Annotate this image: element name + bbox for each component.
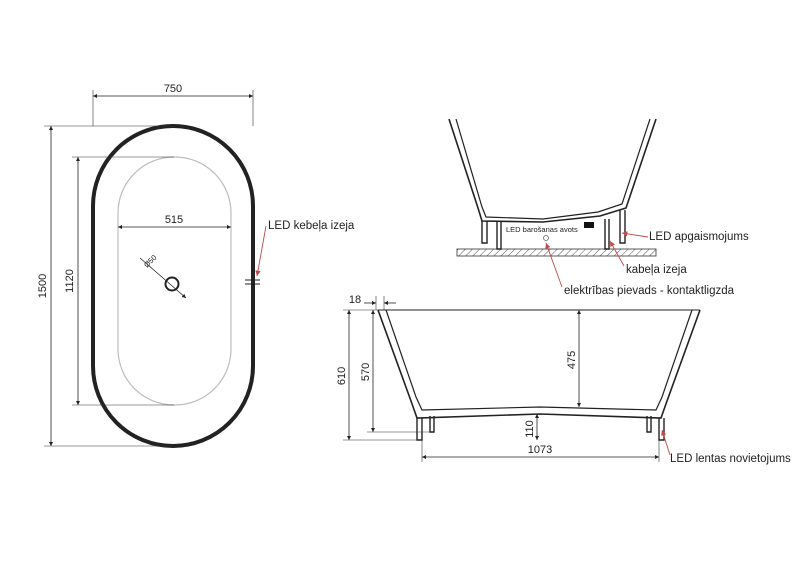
length-dimension-1500: 1500 <box>37 274 49 298</box>
led-power-supply-label: LED barošanas avots <box>506 225 578 234</box>
height-dimension-570: 570 <box>360 363 372 381</box>
width-dimension-750: 750 <box>164 83 182 95</box>
rim-dimension-18: 18 <box>349 294 361 306</box>
total-height-dimension-610: 610 <box>336 367 348 385</box>
length-dimension-1073: 1073 <box>528 444 552 456</box>
callout-led-lighting: LED apgaismojums <box>649 231 749 243</box>
side-view: 18 610 570 475 110 1073 LED lentas novie… <box>336 294 791 465</box>
foot-height-dimension-110: 110 <box>524 420 536 438</box>
tub-side-shell <box>377 309 701 419</box>
led-power-supply-box <box>584 222 594 228</box>
drain-hole <box>164 276 180 292</box>
callout-led-strip: LED lentas novietojums <box>670 453 791 465</box>
top-view: Ø50 750 515 1500 1120 LED kebeļa izeja <box>37 83 355 448</box>
callout-led-cable-exit: LED kebeļa izeja <box>268 220 355 232</box>
cross-section-view: LED barošanas avots LED apgaismojums kab… <box>448 118 749 297</box>
inner-width-dimension-515: 515 <box>165 214 183 226</box>
depth-dimension-475: 475 <box>566 351 578 369</box>
tub-inner-basin <box>117 156 232 406</box>
tub-section-shell <box>448 118 657 223</box>
floor-slab <box>456 248 657 257</box>
inner-length-dimension-1120: 1120 <box>64 269 76 293</box>
drain-diameter-label: Ø50 <box>142 253 158 269</box>
callout-cable-exit: kabeļa izeja <box>626 264 687 276</box>
callout-power-socket: elektrības pievads - kontaktligzda <box>564 285 735 297</box>
